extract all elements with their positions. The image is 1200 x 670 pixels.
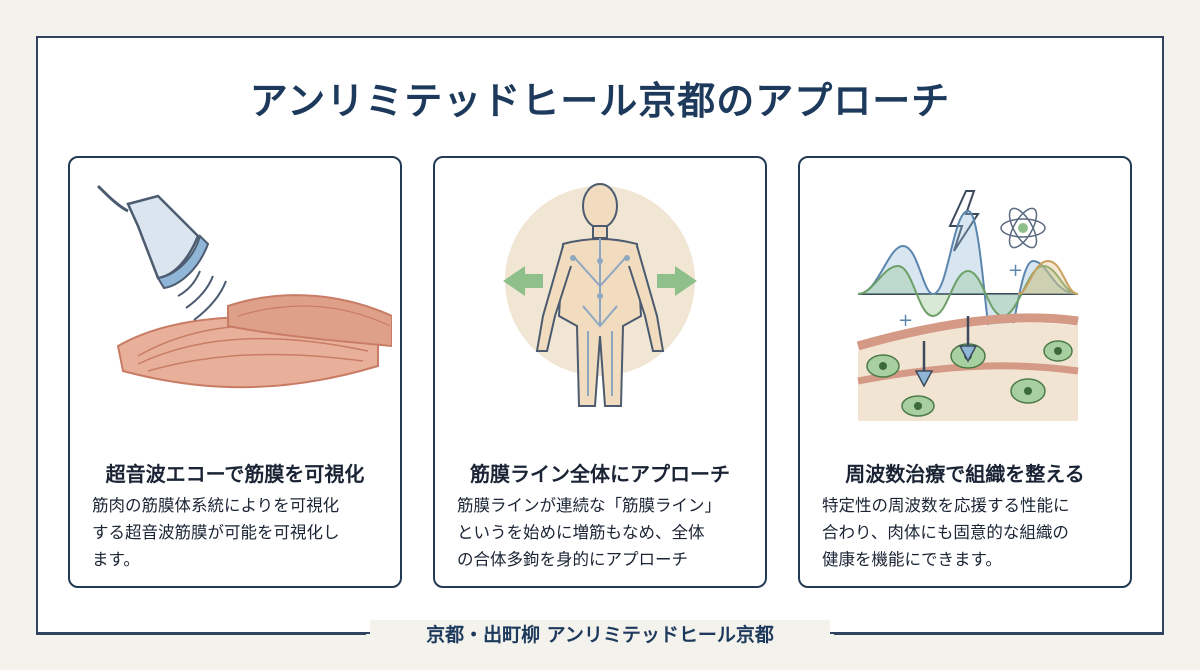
lightning-icon xyxy=(948,190,980,252)
description-line: 特定性の周波数を応援する性能に xyxy=(822,496,1070,515)
card-description: 筋肉の筋膜体系統によりを可視化 する超音波筋膜が可能を可視化し ます。 xyxy=(92,492,384,573)
description-line: する超音波筋膜が可能を可視化し xyxy=(92,523,340,542)
description-line: 筋肉の筋膜体系統によりを可視化 xyxy=(92,496,340,515)
card-title: 超音波エコーで筋膜を可視化 xyxy=(105,462,365,486)
card-description: 特定性の周波数を応援する性能に 合わり、肉体にも固意的な組織の 健康を機能にでき… xyxy=(822,492,1114,573)
svg-text:+: + xyxy=(898,310,913,331)
atom-icon xyxy=(1000,207,1046,249)
arrow-down-icon xyxy=(914,316,978,388)
description-line: 合わり、肉体にも固意的な組織の xyxy=(822,523,1069,542)
arrow-right-icon xyxy=(657,266,697,296)
frequency-illustration: + + xyxy=(856,190,1079,421)
ultrasound-probe-icon xyxy=(96,184,227,321)
page-title: アンリミテッドヒール京都のアプローチ xyxy=(249,79,951,123)
card-frequency: + + 周波数治療で組織を整える 特定性の周波数を応援する性能に 合わり、肉体に… xyxy=(798,156,1132,588)
description-line: の合体多鉤を身的にアプローチ xyxy=(457,550,688,569)
muscle-fiber-icon xyxy=(116,294,392,389)
card-title: 筋膜ライン全体にアプローチ xyxy=(470,462,730,486)
card-fascia-line: 筋膜ライン全体にアプローチ 筋膜ラインが連続な「筋膜ライン」 というを始めに増筋… xyxy=(433,156,767,588)
frequency-wave-icon xyxy=(857,209,1079,368)
body-illustration xyxy=(503,183,697,407)
card-description: 筋膜ラインが連続な「筋膜ライン」 というを始めに増筋もなめ、全体 の合体多鉤を身… xyxy=(457,492,749,573)
card-ultrasound: 超音波エコーで筋膜を可視化 筋肉の筋膜体系統によりを可視化 する超音波筋膜が可能… xyxy=(68,156,402,588)
footer-text: 京都・出町柳 アンリミテッドヒール京都 xyxy=(370,620,830,647)
card-title: 周波数治療で組織を整える xyxy=(845,462,1085,486)
footer-divider-right xyxy=(834,633,1164,635)
human-body-icon xyxy=(535,183,665,407)
description-line: 健康を機能にできます。 xyxy=(822,550,1002,569)
description-line: というを始めに増筋もなめ、全体 xyxy=(457,523,705,542)
description-line: ます。 xyxy=(92,550,140,569)
footer-divider-left xyxy=(36,633,366,635)
ultrasound-illustration xyxy=(96,184,392,389)
svg-text:+: + xyxy=(1008,260,1023,281)
arrow-left-icon xyxy=(503,266,543,296)
description-line: 筋膜ラインが連続な「筋膜ライン」 xyxy=(457,496,721,515)
